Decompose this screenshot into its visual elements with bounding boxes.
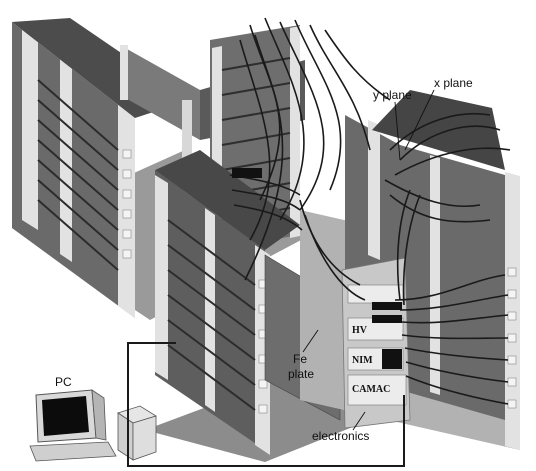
electronics-label: electronics [312,429,369,443]
fe-plate-label-line1: Fe [293,352,307,366]
y-plane-label: y plane [373,88,412,102]
fe-plate-label-line2: plate [288,367,314,381]
electronics-rack: HV NIM CAMAC [342,258,410,428]
pc-tower [118,406,156,460]
rack-hv-label: HV [352,325,368,336]
rack-top-module [348,285,403,303]
pc-screen [42,396,89,436]
rack-nim-label: NIM [352,355,373,366]
x-plane-label: x plane [434,76,473,90]
detector-module-right [300,90,520,450]
rack-camac-label: CAMAC [352,384,390,395]
pc-keyboard [30,442,116,461]
rack-nim-black-box [382,349,402,369]
pc-label: PC [55,375,72,389]
pc-computer [30,390,156,461]
